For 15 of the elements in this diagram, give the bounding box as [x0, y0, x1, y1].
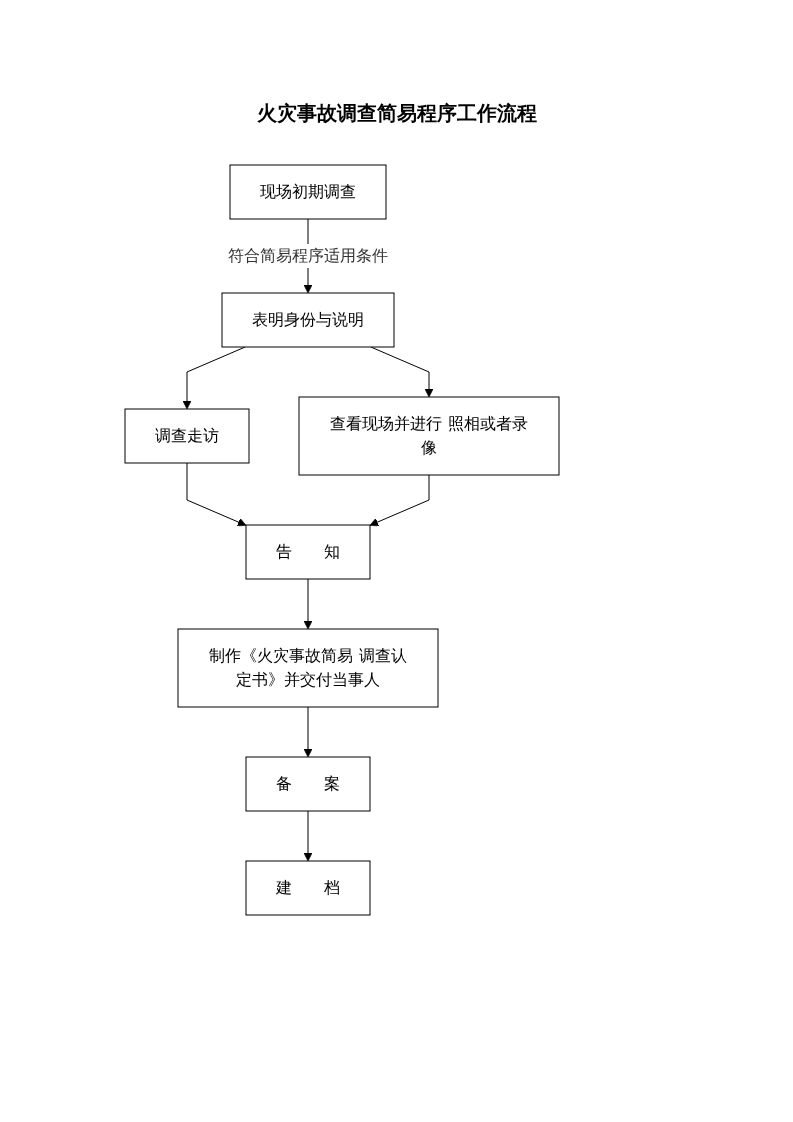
node-box: 备 案 — [245, 756, 370, 812]
node-box: 制作《火灾事故简易 调查认定书》并交付当事人 — [177, 628, 438, 708]
node-box: 查看现场并进行 照相或者录像 — [298, 396, 559, 476]
arrow — [186, 462, 246, 527]
node-box: 现场初期调查 — [229, 164, 386, 220]
arrow — [303, 810, 312, 862]
arrow — [303, 578, 312, 630]
arrow — [303, 706, 312, 758]
diagram-title: 火灾事故调查简易程序工作流程 — [255, 100, 538, 127]
node-box: 建 档 — [245, 860, 370, 916]
node-box: 表明身份与说明 — [221, 292, 394, 348]
node-box: 告 知 — [245, 524, 370, 580]
node-box: 调查走访 — [124, 408, 249, 464]
arrow — [369, 474, 429, 527]
edge-label: 符合简易程序适用条件 — [227, 246, 388, 265]
